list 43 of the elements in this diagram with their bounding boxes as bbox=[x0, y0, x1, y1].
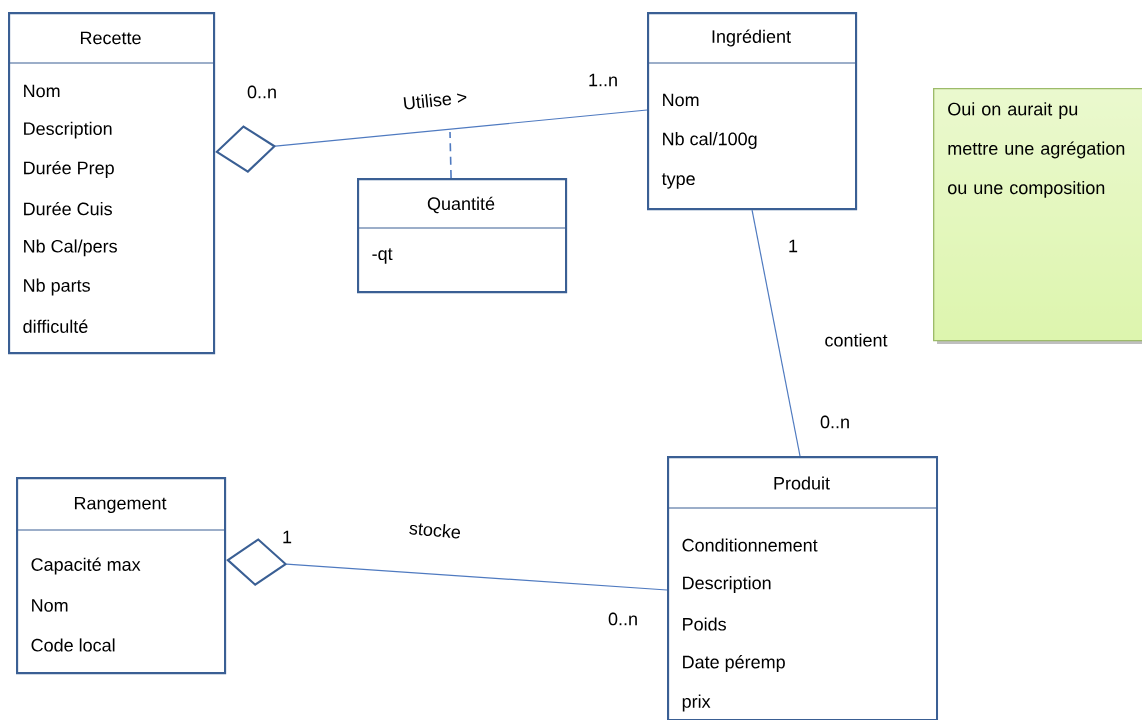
multiplicity-label: 1 bbox=[283, 530, 292, 544]
class-name: Ingrédient bbox=[712, 29, 791, 47]
attribute-text: Description bbox=[683, 576, 771, 593]
attribute-text: Nom bbox=[24, 84, 60, 98]
attribute-text: Durée Cuis bbox=[24, 201, 112, 216]
multiplicity-label: 1 bbox=[789, 239, 798, 253]
attribute-text: Capacité max bbox=[31, 557, 141, 575]
attribute-text: Description bbox=[24, 121, 112, 139]
multiplicity-label: 0..n bbox=[247, 85, 276, 99]
edge-label: contient bbox=[823, 332, 889, 348]
association-line bbox=[226, 538, 668, 591]
attribute-text: Poids bbox=[683, 617, 726, 631]
attribute-text: difficulté bbox=[23, 319, 88, 333]
class-box bbox=[356, 178, 568, 294]
attribute-text: prix bbox=[682, 694, 711, 712]
class-box bbox=[7, 12, 216, 355]
attribute-text: Code local bbox=[31, 638, 115, 652]
class-box bbox=[666, 456, 939, 720]
attribute-text: Nb Cal/pers bbox=[24, 239, 117, 257]
attribute-text: Nb cal/100g bbox=[663, 132, 757, 149]
association-line bbox=[215, 109, 648, 173]
association-line bbox=[449, 131, 452, 179]
attribute-text: type bbox=[661, 173, 695, 189]
attribute-text: Date péremp bbox=[683, 655, 785, 672]
multiplicity-label: 0..n bbox=[608, 612, 637, 626]
multiplicity-label: 1..n bbox=[589, 73, 617, 87]
class-name: Rangement bbox=[74, 496, 167, 514]
class-name: Produit bbox=[774, 476, 830, 490]
attribute-text: Nb parts bbox=[24, 278, 90, 296]
note-box: Oui on aurait pu mettre une agrégation ou une composition bbox=[933, 88, 1142, 344]
class-name: Quantité bbox=[427, 196, 495, 214]
attribute-text: Nom bbox=[32, 599, 68, 612]
class-name: Recette bbox=[81, 31, 141, 45]
edge-label: Utilise > bbox=[400, 88, 470, 112]
multiplicity-label: 0..n bbox=[820, 415, 849, 429]
attribute-text: Conditionnement bbox=[682, 538, 818, 552]
attribute-text: Nom bbox=[663, 93, 699, 107]
attribute-text: Durée Prep bbox=[24, 160, 114, 178]
attribute-text: -qt bbox=[372, 248, 393, 264]
association-line bbox=[751, 209, 801, 457]
edge-label: stocke bbox=[407, 519, 463, 541]
class-box bbox=[646, 12, 858, 211]
class-box bbox=[15, 477, 227, 675]
